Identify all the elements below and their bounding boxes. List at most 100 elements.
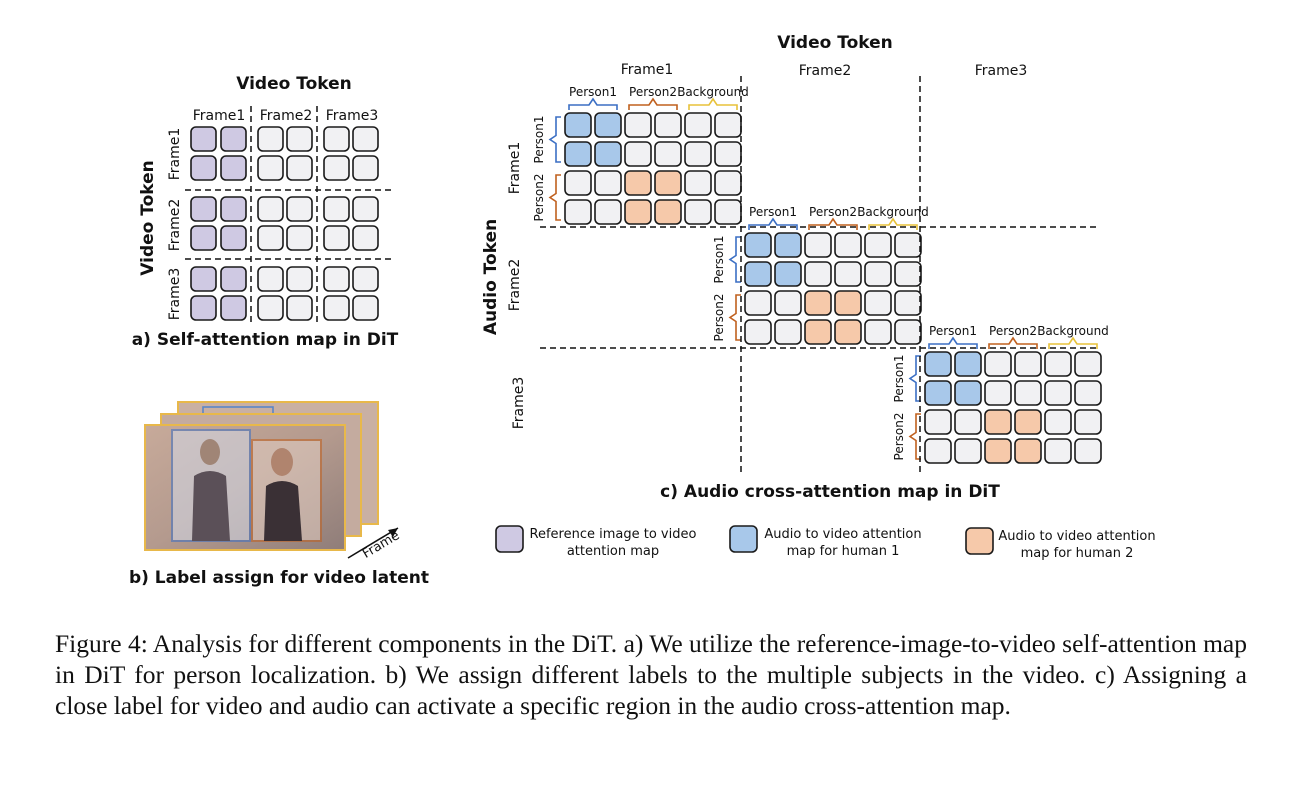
person1-row-label: Person1 xyxy=(532,116,546,164)
cross-attention-cell xyxy=(804,290,832,316)
attention-cell xyxy=(323,295,350,321)
cross-attention-cell xyxy=(594,112,622,138)
frame-arrow-head xyxy=(388,528,398,537)
attention-cell xyxy=(220,266,247,292)
cross-attention-cell xyxy=(624,141,652,167)
person2-bracket xyxy=(628,97,678,110)
cross-attention-cell xyxy=(594,199,622,225)
cross-attention-cell xyxy=(1014,438,1042,464)
attention-cell xyxy=(323,266,350,292)
attention-cell xyxy=(323,155,350,181)
person1-row-label: Person1 xyxy=(892,355,906,403)
cross-attention-cell xyxy=(924,438,952,464)
panel-c-caption: c) Audio cross-attention map in DiT xyxy=(660,482,1000,502)
cross-attention-cell xyxy=(984,409,1012,435)
cross-attention-cell xyxy=(864,232,892,258)
background-label: Background xyxy=(677,85,749,99)
cross-attention-cell xyxy=(654,170,682,196)
cross-attention-cell xyxy=(894,232,922,258)
attention-cell xyxy=(286,196,313,222)
panel-c-row-frame3: Frame3 xyxy=(511,377,527,430)
legend-label-human1-line1: Audio to video attention xyxy=(764,527,921,542)
cross-attention-cell xyxy=(894,261,922,287)
frame-arrow xyxy=(347,527,399,559)
attention-cell xyxy=(323,225,350,251)
cross-attention-cell xyxy=(1074,409,1102,435)
attention-cell xyxy=(286,266,313,292)
cross-attention-cell xyxy=(1014,380,1042,406)
person2-bracket xyxy=(808,217,858,230)
cross-attention-cell xyxy=(654,112,682,138)
cross-attention-cell xyxy=(834,261,862,287)
panel-c-row-axis-label: Audio Token xyxy=(481,219,501,335)
attention-cell xyxy=(352,126,379,152)
panel-a-col-frame3: Frame3 xyxy=(326,108,379,124)
cross-attention-cell xyxy=(774,319,802,345)
cross-attention-cell xyxy=(924,409,952,435)
cross-attention-cell xyxy=(564,112,592,138)
cross-attention-cell xyxy=(834,319,862,345)
panel-a-row-axis-label: Video Token xyxy=(138,160,158,275)
attention-cell xyxy=(220,126,247,152)
cross-attention-cell xyxy=(594,141,622,167)
person2-label: Person2 xyxy=(989,324,1037,338)
attention-cell xyxy=(190,225,217,251)
attention-cell xyxy=(257,155,284,181)
person1-label: Person1 xyxy=(749,205,797,219)
panel-a-caption: a) Self-attention map in DiT xyxy=(132,330,399,350)
cross-attention-cell xyxy=(1074,380,1102,406)
cross-attention-cell xyxy=(684,112,712,138)
cross-attention-cell xyxy=(834,232,862,258)
cross-attention-cell xyxy=(774,261,802,287)
person1-row-bracket xyxy=(908,355,921,402)
person1-label: Person1 xyxy=(569,85,617,99)
person1-row-bracket xyxy=(728,236,741,283)
cross-attention-cell xyxy=(804,319,832,345)
person1-label: Person1 xyxy=(929,324,977,338)
attention-cell xyxy=(257,196,284,222)
background-bracket xyxy=(868,217,918,230)
attention-cell xyxy=(190,196,217,222)
cross-attention-cell xyxy=(684,170,712,196)
panel-c-row-frame1: Frame1 xyxy=(507,142,523,195)
cross-attention-cell xyxy=(804,261,832,287)
person1-row-bracket xyxy=(548,116,561,163)
cross-attention-cell xyxy=(1044,409,1072,435)
attention-cell xyxy=(352,295,379,321)
attention-cell xyxy=(257,295,284,321)
person1-bracket xyxy=(568,97,618,110)
cross-attention-cell xyxy=(624,199,652,225)
cross-attention-cell xyxy=(1074,438,1102,464)
cross-attention-cell xyxy=(954,380,982,406)
background-bracket xyxy=(1048,336,1098,349)
person2-figure xyxy=(271,448,293,476)
person1-bracket xyxy=(748,217,798,230)
panel-a-row-frame1: Frame1 xyxy=(167,128,183,181)
attention-cell xyxy=(352,196,379,222)
legend-label-human2-line2: map for human 2 xyxy=(1021,546,1134,561)
attention-cell xyxy=(257,126,284,152)
cross-attention-cell xyxy=(864,261,892,287)
cross-attention-cell xyxy=(564,170,592,196)
attention-cell xyxy=(190,295,217,321)
panel-c-col-frame2: Frame2 xyxy=(799,63,852,79)
cross-attention-cell xyxy=(1044,351,1072,377)
cross-attention-cell xyxy=(684,199,712,225)
legend-label-human1-line2: map for human 1 xyxy=(787,544,900,559)
cross-attention-cell xyxy=(864,319,892,345)
attention-cell xyxy=(220,155,247,181)
cross-attention-cell xyxy=(804,232,832,258)
person2-row-label: Person2 xyxy=(712,294,726,342)
person1-bracket xyxy=(928,336,978,349)
person2-bracket xyxy=(988,336,1038,349)
cross-attention-cell xyxy=(1044,380,1072,406)
cross-attention-cell xyxy=(744,232,772,258)
cross-attention-cell xyxy=(954,409,982,435)
legend-swatch-human1 xyxy=(729,525,758,553)
cross-attention-cell xyxy=(654,141,682,167)
cross-attention-cell xyxy=(744,290,772,316)
cross-attention-cell xyxy=(984,380,1012,406)
cross-attention-cell xyxy=(924,380,952,406)
cross-attention-cell xyxy=(774,290,802,316)
cross-attention-cell xyxy=(714,170,742,196)
